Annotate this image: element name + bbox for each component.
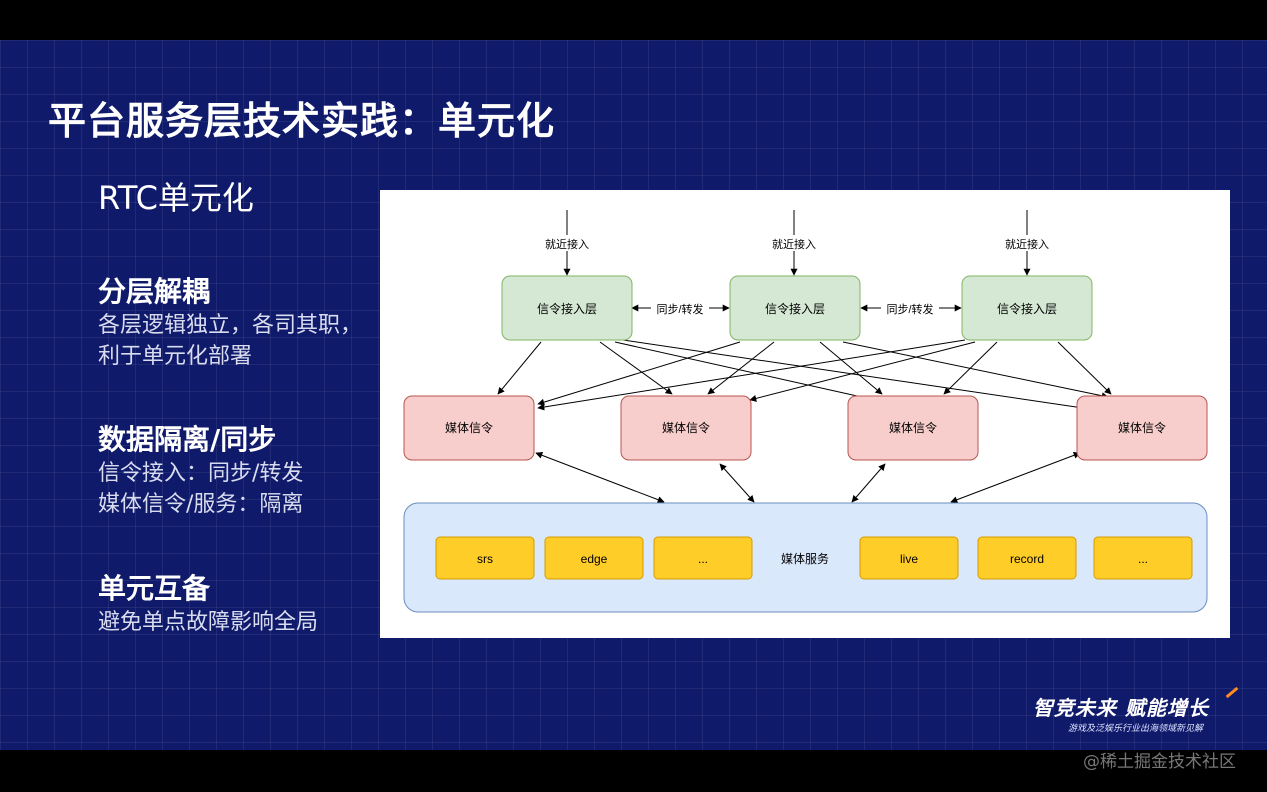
signal-access-label-2: 信令接入层 <box>765 301 825 316</box>
watermark: @稀土掘金技术社区 <box>1083 752 1236 772</box>
brand-slogan: 智竞未来 赋能增长 <box>1033 696 1209 720</box>
slide: 平台服务层技术实践：单元化 RTC单元化 分层解耦 各层逻辑独立，各司其职，利于… <box>0 40 1267 750</box>
sync-label-2: 同步/转发 <box>886 302 933 316</box>
slide-subtitle: RTC单元化 <box>98 179 254 217</box>
access-label-1: 就近接入 <box>545 237 589 251</box>
service-item-ellipsis-2 <box>1093 536 1193 580</box>
service-label-srs: srs <box>477 552 493 566</box>
service-item-ellipsis-1 <box>653 536 753 580</box>
service-item-record <box>977 536 1077 580</box>
section-heading-isolation: 数据隔离/同步 <box>98 423 277 456</box>
service-label-live: live <box>900 552 918 566</box>
media-signal-box-4 <box>1076 395 1208 461</box>
architecture-diagram: 就近接入 就近接入 就近接入 <box>380 190 1230 638</box>
media-signal-label-1: 媒体信令 <box>445 420 493 435</box>
section-heading-decoupling: 分层解耦 <box>98 275 211 308</box>
section-text-isolation-line-2: 媒体信令/服务：隔离 <box>98 492 304 517</box>
service-label-ellipsis-2: ... <box>1138 552 1148 566</box>
service-label-edge: edge <box>581 552 608 566</box>
media-signal-label-4: 媒体信令 <box>1118 420 1166 435</box>
access-label-2: 就近接入 <box>772 237 816 251</box>
signal-access-label-1: 信令接入层 <box>537 301 597 316</box>
media-service-container <box>403 502 1208 613</box>
slide-title: 平台服务层技术实践：单元化 <box>48 99 556 143</box>
media-service-label: 媒体服务 <box>781 551 829 566</box>
signal-access-layer-2 <box>729 275 861 341</box>
section-text-decoupling: 各层逻辑独立，各司其职，利于单元化部署 <box>98 313 363 369</box>
section-heading-backup: 单元互备 <box>98 572 211 605</box>
top-letterbox <box>0 0 1267 40</box>
service-item-edge <box>544 536 644 580</box>
service-label-ellipsis-1: ... <box>698 552 708 566</box>
sync-label-1: 同步/转发 <box>656 302 703 316</box>
brand-accent-mark <box>1225 686 1239 699</box>
section-text-isolation-line-1: 信令接入：同步/转发 <box>98 461 304 486</box>
media-signal-label-3: 媒体信令 <box>889 420 937 435</box>
media-signal-label-2: 媒体信令 <box>662 420 710 435</box>
service-item-srs <box>435 536 535 580</box>
media-signal-box-1 <box>403 395 535 461</box>
media-signal-box-3 <box>847 395 979 461</box>
access-label-3: 就近接入 <box>1005 237 1049 251</box>
signal-access-label-3: 信令接入层 <box>997 301 1057 316</box>
signal-access-layer-3 <box>961 275 1093 341</box>
service-label-record: record <box>1010 552 1044 566</box>
media-signal-box-2 <box>620 395 752 461</box>
service-item-live <box>859 536 959 580</box>
signal-access-layer-1 <box>501 275 633 341</box>
section-text-backup: 避免单点故障影响全局 <box>98 610 319 635</box>
bottom-letterbox <box>0 750 1267 792</box>
brand-tagline: 游戏及泛娱乐行业出海领域新见解 <box>1068 724 1204 734</box>
